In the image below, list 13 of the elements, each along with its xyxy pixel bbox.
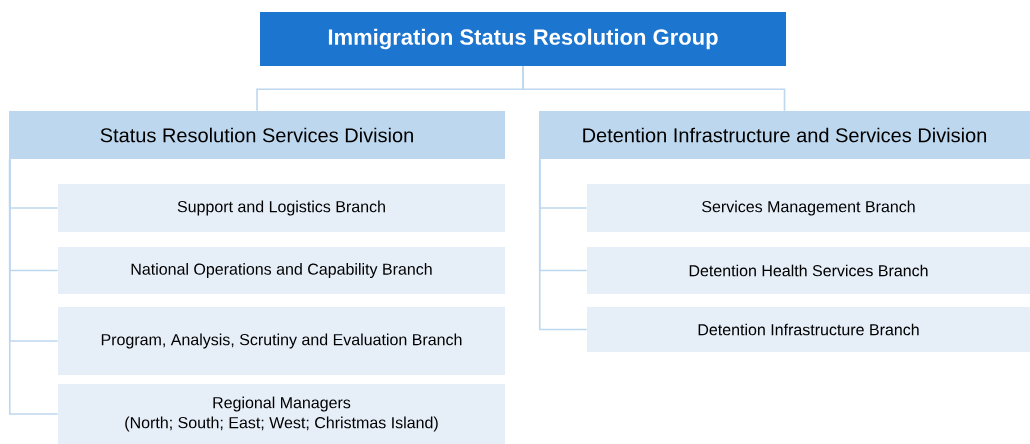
- connector-line: [538, 158, 588, 331]
- branch-box: Detention Infrastructure Branch: [587, 307, 1030, 352]
- connector-line: [8, 158, 59, 415]
- connector-line: [522, 65, 786, 112]
- branch-box: Program, Analysis, Scrutiny and Evaluation Branch: [58, 307, 505, 375]
- branch-box: Services Management Branch: [587, 184, 1030, 232]
- branch-box: Regional Managers (North; South; East; West; Christmas Island): [58, 384, 505, 444]
- division-box: Detention Infrastructure and Services Division: [539, 111, 1030, 159]
- group-box: Immigration Status Resolution Group: [260, 12, 786, 66]
- branch-box: Detention Health Services Branch: [587, 247, 1030, 294]
- branch-box: National Operations and Capability Branch: [58, 247, 505, 294]
- branch-box: Support and Logistics Branch: [58, 184, 505, 232]
- division-box: Status Resolution Services Division: [9, 111, 505, 159]
